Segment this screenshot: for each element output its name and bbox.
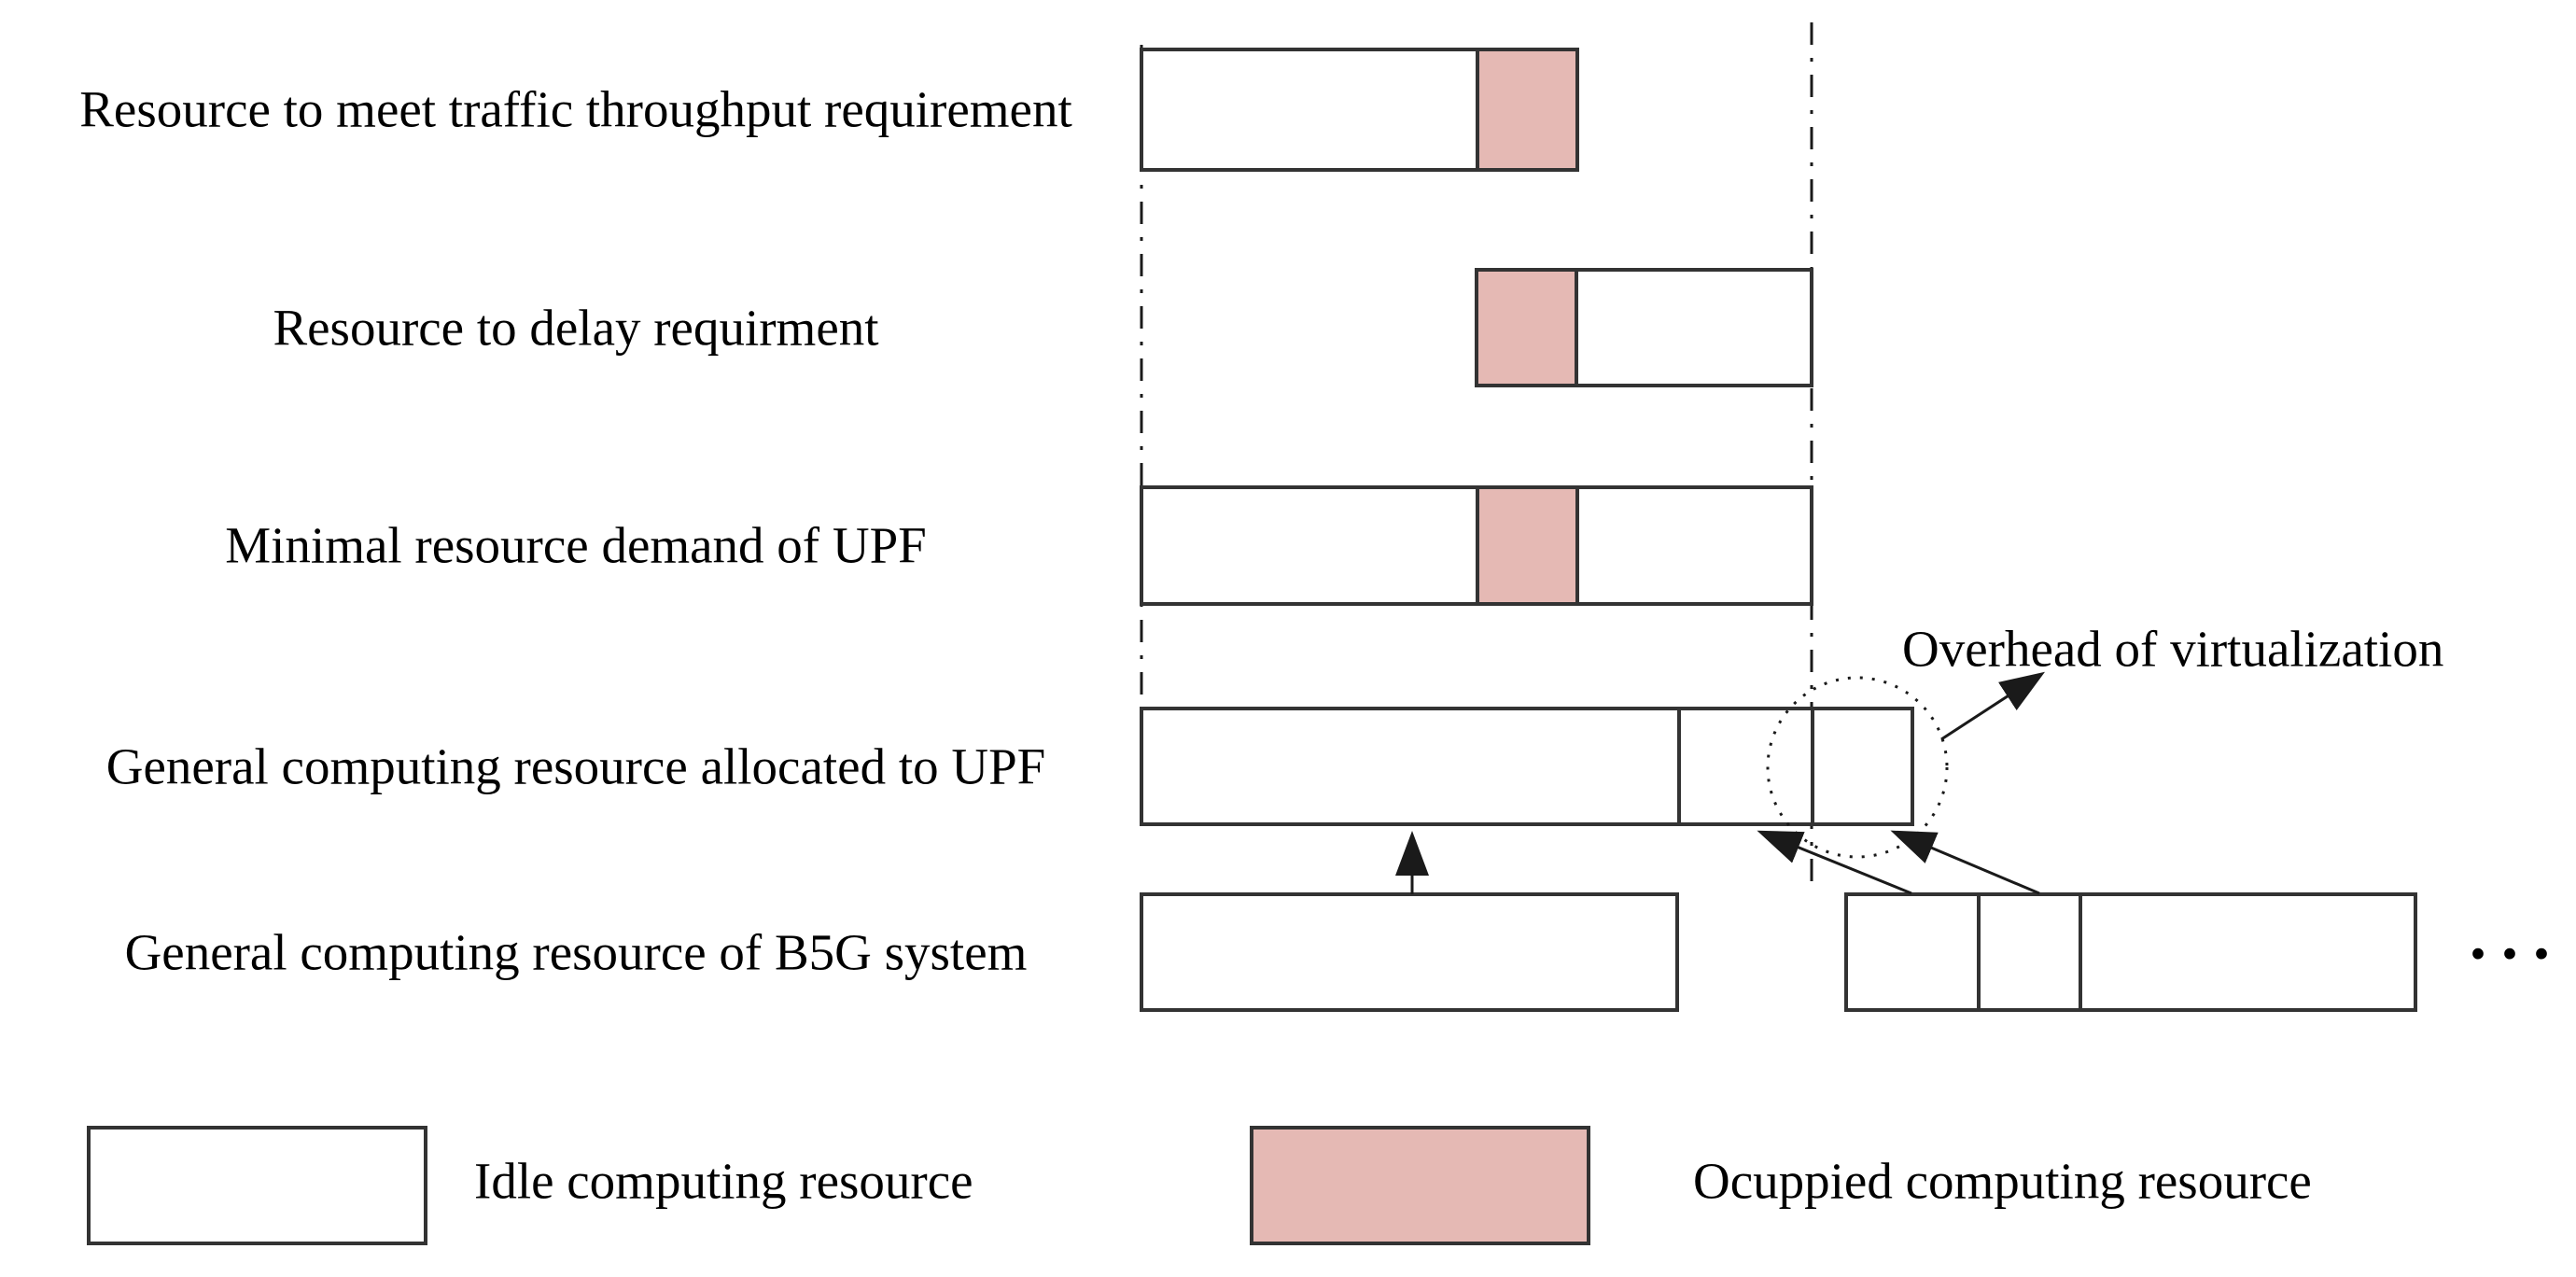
row4-bar xyxy=(1140,707,1914,826)
row5-bar-left xyxy=(1140,892,1679,1012)
arrow-to-overhead-label xyxy=(1940,671,2046,741)
overhead-circle xyxy=(1766,676,1949,859)
row1-bar-occupied xyxy=(1476,48,1579,172)
row5-bar-right xyxy=(1844,892,2417,1012)
legend-swatch-occupied xyxy=(1250,1126,1590,1245)
legend-swatch-idle xyxy=(87,1126,427,1245)
row1-label: Resource to meet traffic throughput requ… xyxy=(79,80,1072,138)
row4-label: General computing resource allocated to … xyxy=(105,737,1046,795)
arrow-from-seg1 xyxy=(1757,830,1912,895)
row3-bar-occupied xyxy=(1476,485,1579,606)
arrow-from-seg2 xyxy=(1890,830,2040,895)
legend-occupied-label: Ocuppied computing resource xyxy=(1693,1152,2312,1210)
ellipsis-more-resources: ··· xyxy=(2466,916,2563,991)
row3-label: Minimal resource demand of UPF xyxy=(225,516,927,574)
row2-label: Resource to delay requirment xyxy=(273,299,879,357)
overhead-label: Overhead of virtualization xyxy=(1902,620,2444,678)
legend-idle-label: Idle computing resource xyxy=(474,1152,973,1210)
row5-label: General computing resource of B5G system xyxy=(124,923,1028,981)
row2-bar-occupied xyxy=(1475,268,1578,387)
